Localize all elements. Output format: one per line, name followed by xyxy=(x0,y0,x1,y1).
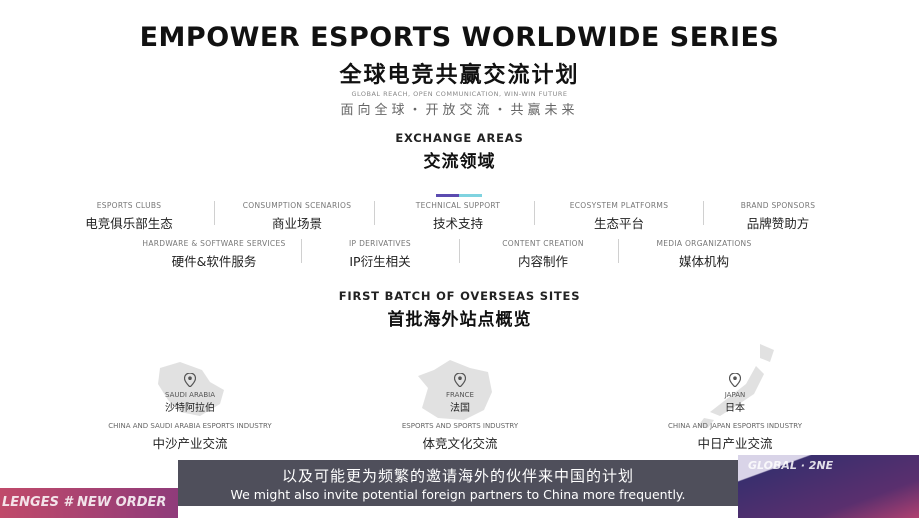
exchange-item-brand: BRAND SPONSORS 品牌赞助方 xyxy=(722,201,834,232)
page-title-cn: 全球电竞共赢交流计划 xyxy=(339,63,580,88)
sites-title-en: FIRST BATCH OF OVERSEAS SITES xyxy=(338,289,581,303)
site-industry-cn: 中沙产业交流 xyxy=(152,436,228,451)
exchange-item-en: CONTENT CREATION xyxy=(502,239,584,248)
exchange-item-ecosystem: ECOSYSTEM PLATFORMS 生态平台 xyxy=(554,201,684,232)
accent-divider xyxy=(436,182,482,197)
site-industry-cn: 体竞文化交流 xyxy=(422,436,498,451)
site-country-cn: 日本 xyxy=(725,403,745,414)
site-industry-france: ESPORTS AND SPORTS INDUSTRY 体竞文化交流 xyxy=(360,422,560,452)
site-country-cn: 沙特阿拉伯 xyxy=(165,403,215,414)
divider xyxy=(618,239,619,263)
divider xyxy=(374,201,375,225)
exchange-item-en: TECHNICAL SUPPORT xyxy=(415,201,501,210)
site-country-cn: 法国 xyxy=(450,403,470,414)
divider xyxy=(703,201,704,225)
exchange-item-cn: 商业场景 xyxy=(271,216,322,231)
subtitle-background xyxy=(178,460,738,506)
exchange-item-en: ECOSYSTEM PLATFORMS xyxy=(569,201,669,210)
location-pin-icon xyxy=(453,372,467,388)
page-title-en: EMPOWER ESPORTS WORLDWIDE SERIES xyxy=(139,22,780,53)
site-industry-en: ESPORTS AND SPORTS INDUSTRY xyxy=(401,422,519,430)
divider xyxy=(459,239,460,263)
france-map-icon xyxy=(418,360,492,420)
exchange-title-cn: 交流领域 xyxy=(423,152,496,172)
exchange-item-cn: 内容制作 xyxy=(517,254,568,269)
band-text-left: LENGES # NEW ORDER xyxy=(2,495,167,510)
exchange-item-en: ESPORTS CLUBS xyxy=(96,201,162,210)
exchange-item-en: BRAND SPONSORS xyxy=(740,201,816,210)
band-text-right: GLOBAL · 2NE xyxy=(748,459,834,472)
saudi-arabia-map-icon xyxy=(158,362,224,416)
divider xyxy=(534,201,535,225)
exchange-item-media: MEDIA ORGANIZATIONS 媒体机构 xyxy=(640,239,768,270)
exchange-item-en: HARDWARE & SOFTWARE SERVICES xyxy=(142,239,286,248)
exchange-item-cn: IP衍生相关 xyxy=(349,254,411,269)
exchange-title-en: EXCHANGE AREAS xyxy=(395,131,524,145)
exchange-item-cn: 生态平台 xyxy=(593,216,644,231)
subtitle-cn: 以及可能更为频繁的邀请海外的伙伴来中国的计划 xyxy=(281,467,634,485)
divider xyxy=(214,201,215,225)
exchange-item-en: MEDIA ORGANIZATIONS xyxy=(656,239,752,248)
slogan-en: GLOBAL REACH, OPEN COMMUNICATION, WIN-WI… xyxy=(351,90,568,98)
site-japan: JAPAN 日本 xyxy=(695,372,775,414)
exchange-item-cn: 电竞俱乐部生态 xyxy=(85,216,173,231)
divider xyxy=(301,239,302,263)
japan-map-icon xyxy=(698,344,774,428)
exchange-item-esports-clubs: ESPORTS CLUBS 电竞俱乐部生态 xyxy=(68,201,190,232)
site-industry-en: CHINA AND JAPAN ESPORTS INDUSTRY xyxy=(668,422,802,430)
site-country-en: FRANCE xyxy=(446,391,474,399)
exchange-item-en: IP DERIVATIVES xyxy=(349,239,411,248)
exchange-item-content: CONTENT CREATION 内容制作 xyxy=(478,239,608,270)
site-industry-en: CHINA AND SAUDI ARABIA ESPORTS INDUSTRY xyxy=(108,422,272,430)
site-saudi-arabia: SAUDI ARABIA 沙特阿拉伯 xyxy=(150,372,230,414)
site-country-en: JAPAN xyxy=(724,391,746,399)
exchange-item-cn: 媒体机构 xyxy=(678,254,729,269)
location-pin-icon xyxy=(728,372,742,388)
site-industry-cn: 中日产业交流 xyxy=(697,436,773,451)
subtitle-en: We might also invite potential foreign p… xyxy=(230,487,686,502)
exchange-item-technical: TECHNICAL SUPPORT 技术支持 xyxy=(396,201,520,232)
site-france: FRANCE 法国 xyxy=(420,372,500,414)
exchange-item-cn: 技术支持 xyxy=(432,216,483,231)
site-industry-japan: CHINA AND JAPAN ESPORTS INDUSTRY 中日产业交流 xyxy=(635,422,835,452)
exchange-item-hardware: HARDWARE & SOFTWARE SERVICES 硬件&软件服务 xyxy=(134,239,294,270)
exchange-item-cn: 硬件&软件服务 xyxy=(171,254,257,269)
site-country-en: SAUDI ARABIA xyxy=(165,391,215,399)
exchange-item-ip: IP DERIVATIVES IP衍生相关 xyxy=(318,239,442,270)
site-industry-saudi: CHINA AND SAUDI ARABIA ESPORTS INDUSTRY … xyxy=(90,422,290,452)
decorative-band-left: LENGES # NEW ORDER xyxy=(0,488,178,518)
exchange-item-consumption: CONSUMPTION SCENARIOS 商业场景 xyxy=(230,201,364,232)
slogan-cn: 面向全球・开放交流・共赢未来 xyxy=(340,103,579,118)
exchange-item-en: CONSUMPTION SCENARIOS xyxy=(242,201,352,210)
location-pin-icon xyxy=(183,372,197,388)
decorative-band-right: GLOBAL · 2NE xyxy=(738,455,919,518)
exchange-item-cn: 品牌赞助方 xyxy=(746,216,810,231)
sites-title-cn: 首批海外站点概览 xyxy=(387,310,532,330)
